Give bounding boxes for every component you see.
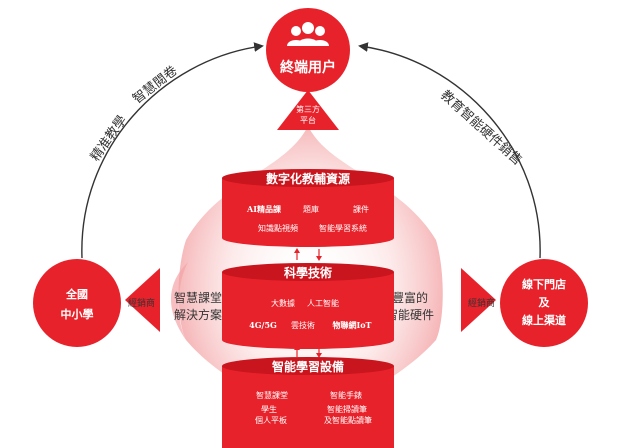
tier-smart-devices: 智能學習設備 智慧課堂 智能手錶 學生 智能掃讀筆 個人平板 及智能點讀筆 bbox=[222, 357, 394, 448]
tier3-title: 智能學習設備 bbox=[271, 359, 344, 374]
right-arc bbox=[358, 42, 541, 259]
schools-node: 全國 中小學 bbox=[33, 259, 121, 347]
left-glow-wing bbox=[171, 262, 188, 340]
left-arc-label-1: 精准教學 bbox=[87, 113, 130, 165]
right-triangle bbox=[461, 268, 496, 332]
channels-line-1: 線下門店 bbox=[522, 277, 566, 291]
tier3-item-6: 及智能點讀筆 bbox=[324, 415, 372, 425]
tier1-item-4: 知識點視頻 bbox=[258, 223, 298, 233]
right-side-text-2: 智能硬件 bbox=[386, 307, 434, 322]
schools-line-2: 中小學 bbox=[61, 307, 94, 321]
tier-arrows-lower bbox=[294, 345, 322, 358]
top-triangle bbox=[277, 90, 339, 130]
left-arc bbox=[81, 42, 264, 259]
tier-technology: 科學技術 大數據 人工智能 4G/5G 雲技術 物聯網IoT bbox=[222, 263, 394, 349]
channels-line-3: 線上渠道 bbox=[522, 313, 566, 327]
tier2-item-1: 大數據 bbox=[271, 298, 295, 308]
tier2-title: 科學技術 bbox=[284, 265, 332, 280]
users-group-icon bbox=[287, 22, 329, 46]
left-side-text-1: 智慧課堂 bbox=[174, 290, 222, 305]
tier2-item-2: 人工智能 bbox=[307, 298, 339, 308]
platform-label-1: 第三方 bbox=[296, 104, 320, 114]
left-arc-label-2: 智慧閱卷 bbox=[130, 63, 181, 108]
left-triangle bbox=[125, 268, 160, 332]
tier3-item-5: 個人平板 bbox=[255, 415, 287, 425]
channels-line-2: 及 bbox=[539, 296, 551, 309]
tier1-item-1: AI精品課 bbox=[246, 204, 282, 214]
channels-node: 線下門店 及 線上渠道 bbox=[500, 259, 588, 347]
end-user-label: 終端用户 bbox=[280, 59, 336, 76]
left-badge: 經銷商 bbox=[128, 297, 155, 309]
tier3-item-2: 智能手錶 bbox=[330, 390, 362, 400]
tier3-item-4: 智能掃讀筆 bbox=[327, 404, 367, 414]
right-arc-label: 教育智能硬件銷售 bbox=[437, 87, 525, 168]
end-user-node: 終端用户 bbox=[266, 8, 350, 92]
tier3-item-3: 學生 bbox=[261, 404, 277, 414]
tier3-item-1: 智慧課堂 bbox=[256, 390, 288, 400]
tier1-item-2: 題庫 bbox=[303, 204, 319, 214]
right-side-text-1: 豐富的 bbox=[392, 290, 428, 305]
tier1-item-5: 智能學習系統 bbox=[319, 223, 367, 233]
right-badge: 經銷商 bbox=[468, 297, 495, 309]
tier2-item-5: 物聯網IoT bbox=[332, 320, 371, 330]
tier2-item-4: 雲技術 bbox=[291, 320, 315, 330]
schools-line-1: 全國 bbox=[65, 287, 88, 301]
tier1-title: 數字化教輔資源 bbox=[266, 171, 350, 186]
tier-arrows-upper bbox=[294, 248, 322, 261]
platform-label-2: 平台 bbox=[300, 115, 316, 125]
tier-digital-resources: 數字化教輔資源 AI精品課 題庫 課件 知識點視頻 智能學習系統 bbox=[222, 169, 394, 247]
tier1-item-3: 課件 bbox=[353, 204, 369, 214]
tier2-item-3: 4G/5G bbox=[249, 320, 277, 330]
left-side-text-2: 解決方案 bbox=[174, 307, 222, 322]
